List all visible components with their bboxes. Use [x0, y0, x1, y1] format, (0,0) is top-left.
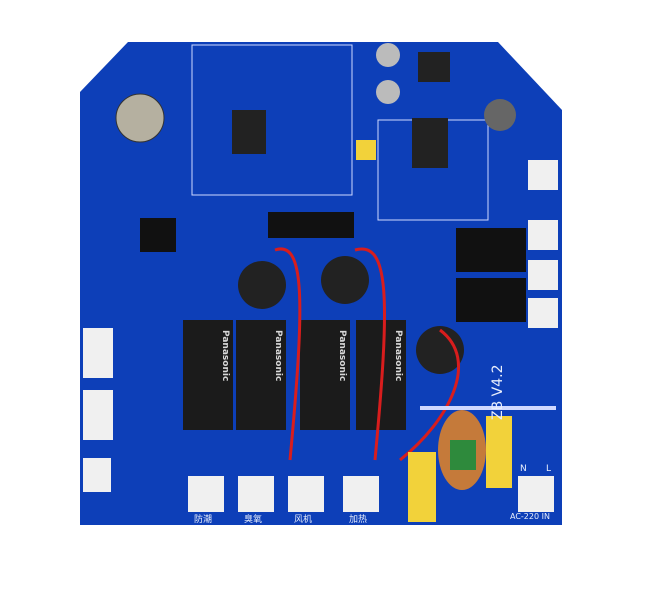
relay-brand-label-1: Panasonic — [220, 330, 230, 382]
power-n-label: N — [520, 464, 527, 474]
connector-label-3: 风机 — [294, 515, 313, 525]
relay-brand-label-2: Panasonic — [273, 330, 283, 382]
bottom-connectors — [188, 476, 554, 512]
connector-label-1: 防潮 — [194, 515, 213, 525]
connector-label-4: 加热 — [349, 515, 368, 525]
version-label: ZB V4.2 — [490, 364, 506, 421]
inductor — [418, 52, 450, 82]
ic-chip — [268, 212, 354, 238]
power-l-label: L — [546, 464, 552, 474]
relay-brand-label-3: Panasonic — [337, 330, 347, 382]
relays — [183, 320, 406, 430]
power-label: AC-220 IN — [510, 512, 550, 521]
x-capacitor — [408, 452, 436, 522]
side-connectors — [83, 160, 558, 492]
regulator-area — [191, 44, 353, 196]
connector-label-2: 臭氧 — [244, 515, 263, 525]
coin-battery — [115, 93, 165, 143]
capacitor — [376, 43, 400, 67]
relay-brand-label-4: Panasonic — [393, 330, 403, 382]
red-wire — [274, 247, 302, 461]
current-transformer — [238, 261, 286, 309]
